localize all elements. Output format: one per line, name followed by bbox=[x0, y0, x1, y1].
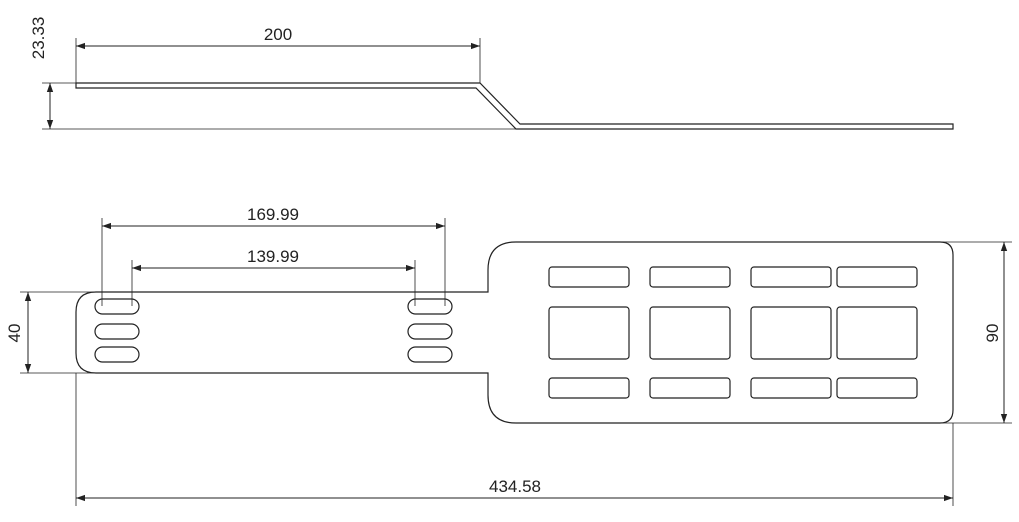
top-view: 169.99 139.99 40 90 434.58 bbox=[5, 205, 1012, 506]
dim-139-99-label: 139.99 bbox=[247, 247, 299, 266]
handle-slot bbox=[94, 323, 140, 340]
plate-cutout bbox=[836, 377, 918, 399]
plate-cutout bbox=[649, 266, 731, 288]
handle-slot bbox=[407, 323, 453, 340]
dim-23-33-label: 23.33 bbox=[29, 17, 48, 60]
plate-cutout bbox=[836, 306, 918, 360]
dim-40-label: 40 bbox=[5, 324, 24, 343]
plate-cutout bbox=[836, 266, 918, 288]
handle-slot bbox=[407, 346, 453, 363]
side-view: 200 23.33 bbox=[29, 17, 954, 130]
side-view-profile bbox=[75, 82, 954, 130]
dim-90-label: 90 bbox=[983, 324, 1002, 343]
dim-169-99-label: 169.99 bbox=[247, 205, 299, 224]
handle-slot bbox=[94, 346, 140, 363]
dim-434-58-label: 434.58 bbox=[489, 477, 541, 496]
plate-cutout bbox=[750, 306, 832, 360]
handle-slot bbox=[407, 298, 453, 315]
dim-200-label: 200 bbox=[264, 25, 292, 44]
plate-cutout bbox=[548, 377, 630, 399]
plate-cutout bbox=[649, 306, 731, 360]
plate-cutout bbox=[750, 377, 832, 399]
plate-cutout bbox=[548, 266, 630, 288]
plate-cutout bbox=[548, 306, 630, 360]
plate-cutout bbox=[649, 377, 731, 399]
handle-slot bbox=[94, 298, 140, 315]
top-view-outline bbox=[75, 241, 954, 424]
plate-cutout bbox=[750, 266, 832, 288]
